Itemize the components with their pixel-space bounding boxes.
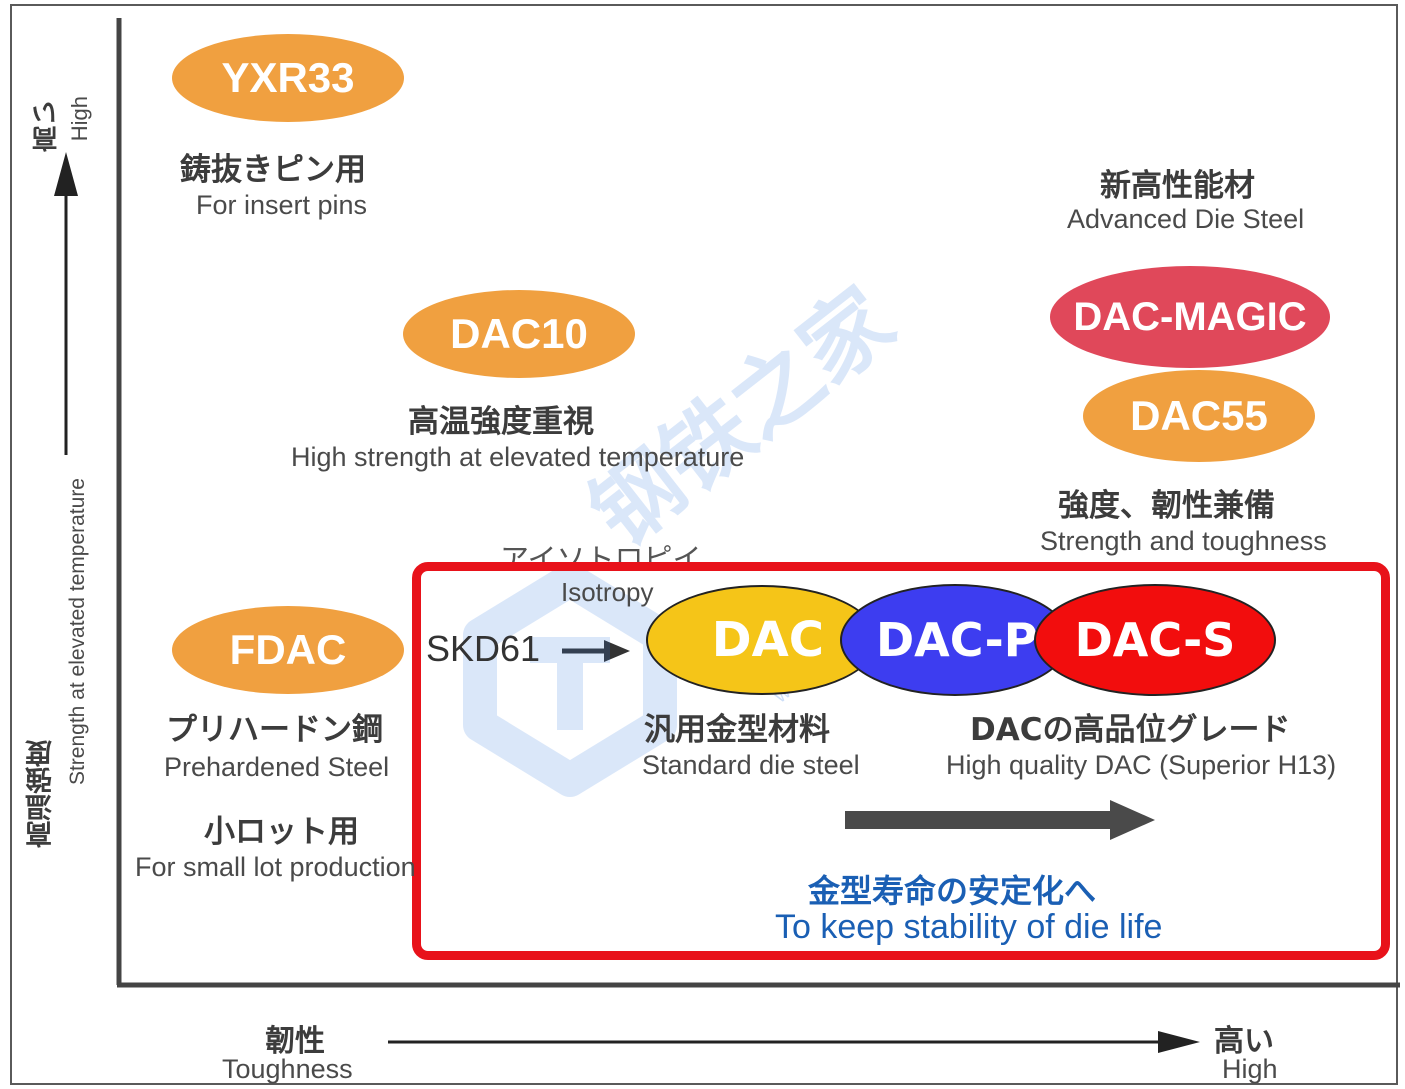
stability-en: To keep stability of die life: [775, 908, 1163, 946]
yxr33-en: For insert pins: [196, 190, 368, 220]
skd61-label: SKD61: [426, 628, 541, 669]
y-arrow-head: [54, 152, 78, 196]
stability-arrow-shaft: [845, 811, 1115, 829]
x-axis-high-en: High: [1222, 1054, 1278, 1084]
fdac-jp: プリハードン鋼: [166, 712, 383, 748]
dac10-badge: DAC10: [403, 290, 635, 378]
high-quality-en: High quality DAC (Superior H13): [946, 750, 1337, 780]
dac10-jp: 高温強度重視: [408, 404, 594, 440]
isotropy-en: Isotropy: [561, 577, 654, 607]
stability-arrow-head: [1110, 800, 1155, 840]
fdac-en: Prehardened Steel: [164, 752, 390, 782]
dac-s-badge: DAC-S: [1034, 584, 1276, 696]
dac55-badge: DAC55: [1083, 370, 1315, 462]
stability-jp: 金型寿命の安定化へ: [808, 872, 1097, 910]
x-axis-label-en: Toughness: [222, 1054, 353, 1084]
y-axis-high-jp: 高い: [32, 100, 62, 152]
y-axis-high-en: High: [67, 96, 92, 142]
dac10-en: High strength at elevated temperature: [291, 442, 745, 472]
x-axis-high-jp: 高い: [1214, 1024, 1274, 1059]
fdac-badge: FDAC: [172, 606, 404, 694]
strength-toughness-en: Strength and toughness: [1040, 526, 1327, 556]
watermark-logo: [463, 563, 677, 797]
strength-toughness-jp: 強度、韌性兼備: [1058, 488, 1275, 524]
standard-en: Standard die steel: [642, 750, 860, 780]
x-axis-label-jp: 韌性: [265, 1024, 325, 1059]
yxr33-badge: YXR33: [172, 34, 404, 122]
dac-magic-badge: DAC-MAGIC: [1050, 266, 1330, 368]
standard-jp: 汎用金型材料: [644, 712, 830, 748]
y-axis-label-en: Strength at elevated temperature: [66, 478, 89, 786]
fdac-jp2: 小ロット用: [204, 814, 359, 850]
skd61-arrow-head: [604, 640, 630, 662]
dac-p-badge: DAC-P: [840, 584, 1070, 696]
high-quality-jp: DACの高品位グレード: [970, 712, 1291, 748]
diagram-frame: [10, 4, 1398, 1085]
dac-badge: DAC: [646, 585, 878, 695]
advanced-en: Advanced Die Steel: [1067, 204, 1305, 234]
advanced-jp: 新高性能材: [1100, 168, 1255, 204]
yxr33-jp: 鋳抜きピン用: [180, 152, 366, 188]
highlight-box: [412, 562, 1390, 960]
y-axis-label-jp: 高温強度: [26, 740, 57, 848]
x-arrow-head: [1158, 1031, 1200, 1053]
fdac-en2: For small lot production: [135, 852, 416, 882]
